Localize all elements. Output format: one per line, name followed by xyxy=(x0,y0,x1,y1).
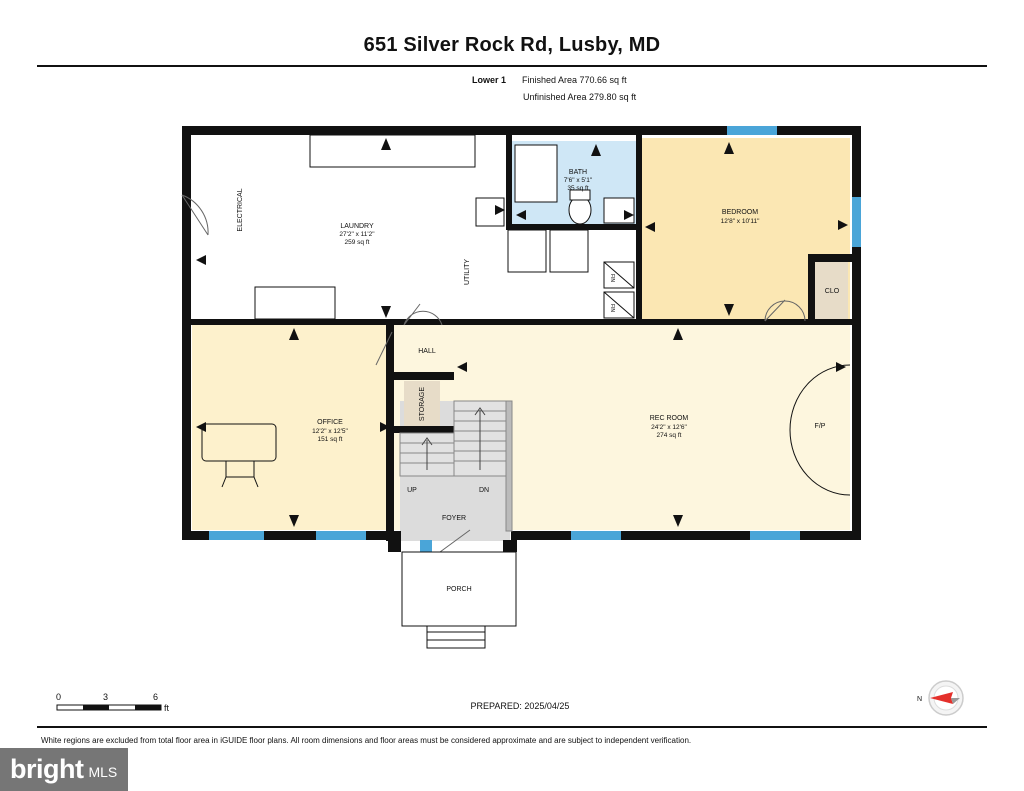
level-label: Lower 1 xyxy=(472,75,507,85)
storage-fill xyxy=(404,381,440,426)
page-title: 651 Silver Rock Rd, Lusby, MD xyxy=(363,34,661,56)
room-labels: LAUNDRY 27'2" x 11'2" 259 sq ft BATH 7'6… xyxy=(237,169,840,593)
foyer-label: FOYER xyxy=(442,515,466,522)
compass-north-label: N xyxy=(917,696,922,703)
stairs-up-label: UP xyxy=(407,487,417,494)
area-summary: Lower 1 Finished Area 770.66 sq ft Unfini… xyxy=(472,72,636,106)
bath-name: BATH xyxy=(569,169,587,176)
watermark-suffix: MLS xyxy=(88,763,118,780)
floor-plan: LAUNDRY 27'2" x 11'2" 259 sq ft BATH 7'6… xyxy=(56,126,861,711)
mls-watermark: bright MLS xyxy=(0,748,128,791)
bedroom-name: BEDROOM xyxy=(722,209,758,216)
laundry-dims: 27'2" x 11'2" xyxy=(339,231,375,238)
scale-tick-6: 6 xyxy=(153,692,159,702)
porch-label: PORCH xyxy=(446,586,471,593)
unfinished-area: Unfinished Area 279.80 sq ft xyxy=(523,92,637,102)
compass-icon: N xyxy=(917,680,964,716)
prepared-date: PREPARED: 2025/04/25 xyxy=(470,701,570,711)
laundry-name: LAUNDRY xyxy=(340,223,374,230)
windows xyxy=(209,126,861,552)
watermark-brand: bright xyxy=(10,754,84,784)
storage-label: STORAGE xyxy=(419,387,426,421)
office-area: 151 sq ft xyxy=(318,436,343,443)
utility-label: UTILITY xyxy=(464,259,471,285)
office-name: OFFICE xyxy=(317,419,343,426)
scale-bar xyxy=(56,704,162,711)
office-fill xyxy=(192,323,393,530)
finished-area: Finished Area 770.66 sq ft xyxy=(522,75,627,85)
closet-label: CLO xyxy=(825,288,840,295)
bath-fixtures xyxy=(514,144,635,225)
laundry-area: 259 sq ft xyxy=(345,239,370,246)
stairs xyxy=(399,400,513,532)
fireplace-label: F/P xyxy=(815,423,826,430)
bedroom-dims: 12'8" x 10'11" xyxy=(721,218,760,225)
laundry-fixtures xyxy=(254,134,635,320)
disclaimer: White regions are excluded from total fl… xyxy=(41,736,692,745)
bath-area: 35 sq ft xyxy=(567,185,589,192)
walls xyxy=(182,126,861,552)
hall-label: HALL xyxy=(418,348,436,355)
office-dims: 12'2" x 12'5" xyxy=(312,428,348,435)
office-desk xyxy=(201,423,277,488)
fin-label-1: FIN xyxy=(609,274,615,282)
bath-dims: 7'6" x 5'1" xyxy=(564,177,593,184)
title-divider xyxy=(37,65,987,67)
scale-tick-0: 0 xyxy=(56,692,62,702)
rec-room-name: REC ROOM xyxy=(650,415,689,422)
stairs-down-label: DN xyxy=(479,487,489,494)
scale-tick-3: 3 xyxy=(103,692,109,702)
fin-label-2: FIN xyxy=(609,304,615,312)
electrical-label: ELECTRICAL xyxy=(237,188,244,231)
scale-unit: ft xyxy=(164,703,170,713)
closet-fill xyxy=(815,262,848,319)
rec-room-dims: 24'2" x 12'6" xyxy=(651,424,687,431)
rec-room-area: 274 sq ft xyxy=(657,432,682,439)
dimension-arrows xyxy=(196,138,848,527)
porch xyxy=(401,551,517,649)
footer-divider xyxy=(37,726,987,728)
fireplace-arc xyxy=(789,364,851,496)
